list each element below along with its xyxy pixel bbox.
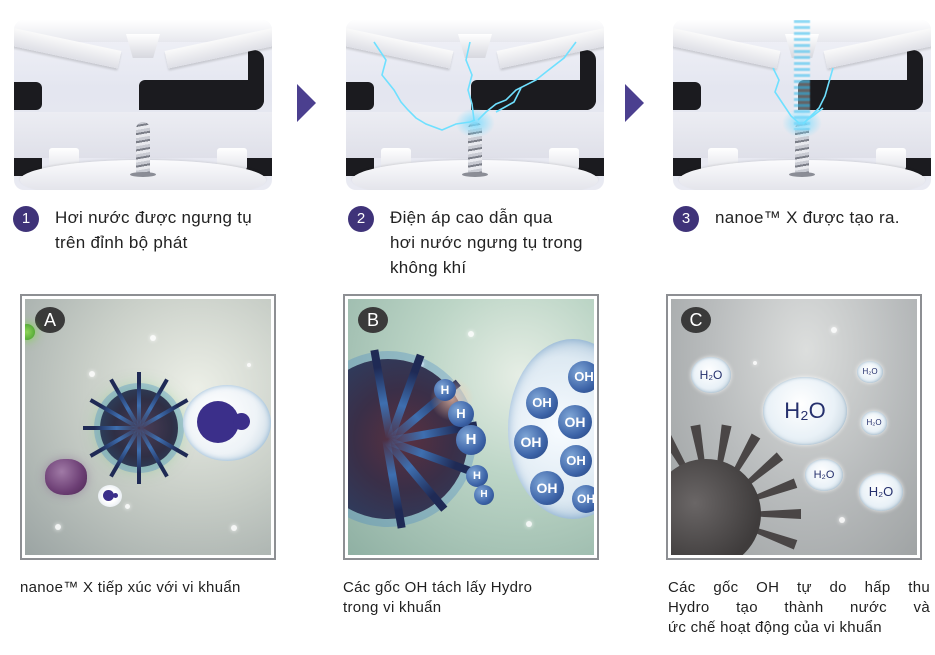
oh-molecule: OH bbox=[572, 485, 594, 513]
step-text-line: hơi nước ngưng tụ trong bbox=[390, 233, 583, 252]
hydrogen-molecule: H bbox=[466, 465, 488, 487]
caption-line: trong vi khuẩn bbox=[343, 599, 442, 616]
step-text-line: không khí bbox=[390, 258, 467, 277]
water-molecule-bubble: H₂O bbox=[763, 377, 847, 445]
step-text-line: Hơi nước được ngưng tụ bbox=[55, 208, 253, 227]
particle bbox=[247, 363, 251, 367]
frame-right bbox=[139, 50, 264, 110]
ceiling bbox=[14, 20, 272, 42]
oh-molecule: OH bbox=[560, 445, 592, 477]
nanoe-x-bubble-small-icon bbox=[98, 485, 122, 507]
nanoe-mist bbox=[794, 20, 810, 130]
water-molecule-bubble: H₂O bbox=[857, 361, 883, 383]
particle bbox=[231, 525, 237, 531]
step-number-badge: 1 bbox=[13, 206, 39, 232]
ceiling bbox=[346, 20, 604, 42]
oh-molecule: OH bbox=[530, 471, 564, 505]
mold-spore-icon bbox=[45, 459, 87, 495]
step-text: Điện áp cao dẫn qua hơi nước ngưng tụ tr… bbox=[390, 205, 583, 280]
panel-c-caption: Các gốc OH tự do hấp thu Hydro tạo thành… bbox=[668, 578, 930, 638]
panel-b-illustration: H H H H H OH OH OH OH OH OH OH B bbox=[348, 299, 594, 555]
hydrogen-molecule: H bbox=[434, 379, 456, 401]
hydrogen-molecule: H bbox=[448, 401, 474, 427]
play-arrow-icon bbox=[297, 84, 316, 122]
frame-right bbox=[798, 50, 923, 110]
frame-left bbox=[673, 82, 701, 110]
oh-molecule: OH bbox=[558, 405, 592, 439]
oh-molecule: OH bbox=[526, 387, 558, 419]
emitter-base bbox=[130, 172, 156, 177]
emitter-rod bbox=[136, 122, 150, 174]
oh-molecule: OH bbox=[568, 361, 594, 393]
electrode-hub bbox=[126, 34, 160, 58]
step-3: 3 nanoe™ X được tạo ra. bbox=[673, 205, 900, 232]
water-molecule-bubble: H₂O bbox=[861, 411, 887, 435]
inactivated-bacteria-icon bbox=[671, 409, 801, 555]
caption-line: Các gốc OH tách lấy Hydro bbox=[343, 579, 533, 596]
step-text: nanoe™ X được tạo ra. bbox=[715, 205, 900, 230]
step-text-line: nanoe™ X được tạo ra. bbox=[715, 208, 900, 227]
step-text-line: Điện áp cao dẫn qua bbox=[390, 208, 553, 227]
lightning-icon bbox=[373, 41, 577, 131]
step-number-badge: 2 bbox=[348, 206, 374, 232]
frame-right bbox=[471, 50, 596, 110]
emitter-base bbox=[789, 172, 815, 177]
hydrogen-molecule: H bbox=[474, 485, 494, 505]
emitter-base bbox=[462, 172, 488, 177]
caption-line: ức chế hoạt động của vi khuẩn bbox=[668, 619, 882, 636]
particle bbox=[89, 371, 95, 377]
stage-image-1 bbox=[14, 20, 272, 190]
water-molecule-bubble: H₂O bbox=[805, 459, 843, 491]
frame-left bbox=[346, 82, 374, 110]
caption-line: Các gốc OH tự do hấp thu bbox=[668, 579, 930, 596]
panel-letter-badge: A bbox=[35, 307, 65, 333]
step-2: 2 Điện áp cao dẫn qua hơi nước ngưng tụ … bbox=[348, 205, 583, 280]
particle bbox=[55, 524, 61, 530]
caption-line: nanoe™ X tiếp xúc với vi khuẩn bbox=[20, 579, 241, 596]
water-molecule-bubble: H₂O bbox=[691, 357, 731, 393]
particle bbox=[839, 517, 845, 523]
particle bbox=[526, 521, 532, 527]
frame-left bbox=[14, 82, 42, 110]
particle bbox=[150, 335, 156, 341]
water-molecule-bubble: H₂O bbox=[859, 473, 903, 511]
particle bbox=[468, 331, 474, 337]
nanoe-x-bubble-icon bbox=[183, 385, 271, 461]
particle bbox=[831, 327, 837, 333]
stage-image-3 bbox=[673, 20, 931, 190]
panel-letter-badge: B bbox=[358, 307, 388, 333]
particle bbox=[125, 504, 130, 509]
hydrogen-molecule: H bbox=[456, 425, 486, 455]
panel-c-illustration: C H₂O H₂O H₂O H₂O H₂O H₂O bbox=[671, 299, 917, 555]
caption-line: Hydro tạo thành nước và bbox=[668, 599, 930, 616]
virus-icon bbox=[83, 372, 189, 484]
green-bacteria-icon bbox=[25, 324, 35, 340]
stage-image-2 bbox=[346, 20, 604, 190]
lightning-icon bbox=[772, 67, 834, 125]
panel-b: H H H H H OH OH OH OH OH OH OH B bbox=[343, 294, 599, 560]
panel-c: C H₂O H₂O H₂O H₂O H₂O H₂O bbox=[666, 294, 922, 560]
particle bbox=[753, 361, 757, 365]
oh-molecule: OH bbox=[514, 425, 548, 459]
panel-a-illustration: A bbox=[25, 299, 271, 555]
step-text-line: trên đỉnh bộ phát bbox=[55, 233, 188, 252]
panel-a: A bbox=[20, 294, 276, 560]
panel-a-caption: nanoe™ X tiếp xúc với vi khuẩn bbox=[20, 578, 300, 598]
panel-b-caption: Các gốc OH tách lấy Hydro trong vi khuẩn bbox=[343, 578, 613, 618]
play-arrow-icon bbox=[625, 84, 644, 122]
panel-letter-badge: C bbox=[681, 307, 711, 333]
step-text: Hơi nước được ngưng tụ trên đỉnh bộ phát bbox=[55, 205, 252, 255]
step-1: 1 Hơi nước được ngưng tụ trên đỉnh bộ ph… bbox=[13, 205, 252, 255]
step-number-badge: 3 bbox=[673, 206, 699, 232]
